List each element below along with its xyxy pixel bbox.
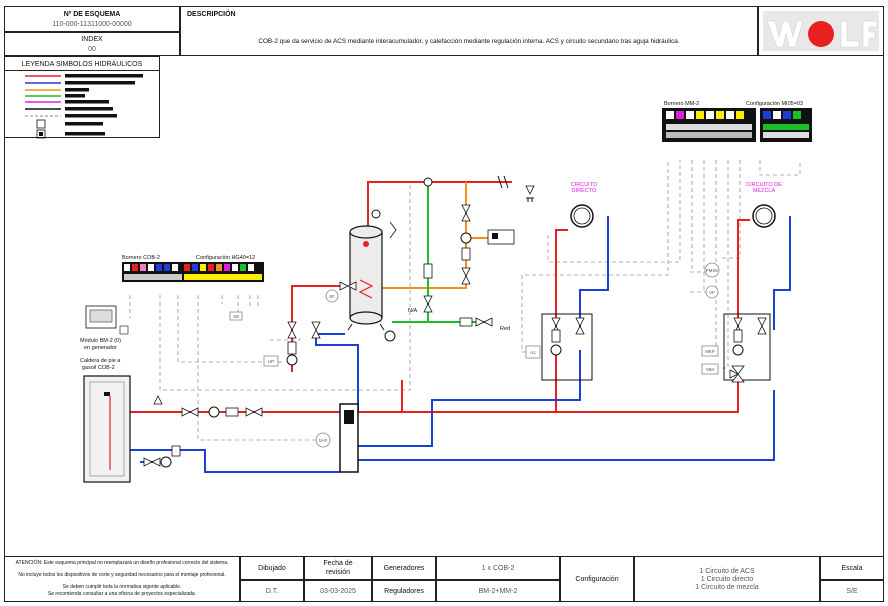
index-label: INDEX	[81, 36, 103, 43]
direct-pump-group	[541, 313, 593, 381]
fecha-label-1: Fecha de	[323, 560, 353, 567]
sensor-pmsk-label: PMSK	[706, 268, 719, 273]
sensor-vf	[705, 285, 719, 299]
sensor-saf-label: SAF	[319, 438, 328, 443]
pumps	[160, 232, 744, 468]
footer-dibujado-value-cell: D.T.	[240, 580, 304, 602]
sensor-up	[263, 355, 279, 367]
sensor-sf-label: SF	[329, 294, 335, 299]
sensor-mkp-label: MKP	[705, 349, 715, 354]
boiler-caption-2: gasoil COB-2	[82, 365, 115, 371]
bm2-module-label: Módulo BM-2 (0)	[80, 338, 121, 344]
cold-return-pipes	[130, 216, 791, 473]
scheme-number-label: Nº DE ESQUEMA	[63, 11, 121, 18]
hot-supply-pipes	[130, 181, 750, 413]
boiler-caption-1: Caldera de pie a	[80, 358, 121, 364]
config-line-3: 1 Circuito de mezcla	[695, 584, 759, 591]
boiler-cob2	[83, 375, 131, 483]
legend-symbol-sensor	[36, 119, 46, 129]
sensor-a1-label: A1	[530, 350, 536, 355]
footer-fecha-value-cell: 03-03-2025	[304, 580, 372, 602]
dhw-controller	[487, 229, 515, 245]
dibujado-label: Dibujado	[258, 565, 286, 572]
acs-pipes	[382, 182, 490, 289]
generadores-label: Generadores	[383, 565, 425, 572]
sensor-pmsk	[704, 262, 720, 278]
dibujado-value: D.T.	[265, 588, 279, 595]
reguladores-value: BM-2+MM-2	[478, 588, 518, 595]
footer-reguladores-value-cell: BM-2+MM-2	[436, 580, 560, 602]
sensor-up-label: UP	[268, 359, 274, 364]
generadores-value: 1 x COB-2	[481, 565, 515, 572]
sensor-sf	[325, 289, 339, 303]
sensor-mkp	[701, 345, 719, 357]
scheme-number-value: 110-000-11311000-00000	[52, 21, 132, 28]
circuit-direct-label-1: CIRCUITO	[571, 182, 598, 188]
wolf-logo	[763, 11, 879, 51]
config-hg40-label: Configuración HG40=12	[196, 255, 255, 261]
bm2-module-sublabel: en generador	[84, 345, 117, 351]
description-label: DESCRIPCIÓN	[187, 11, 236, 18]
footer-escala-value-cell: S/E	[820, 580, 884, 602]
check-valves	[171, 247, 743, 457]
footer-generadores-value-cell: 1 x COB-2	[436, 556, 560, 580]
index-value: 00	[88, 46, 96, 53]
legend-title: LEYENDA SIMBOLOS HIDRÁULICOS	[5, 60, 159, 71]
warning-line-2: No incluye todos los dispositivos de cor…	[18, 572, 226, 578]
terminal-block-hg40	[182, 262, 264, 282]
escala-value: S/E	[846, 588, 858, 595]
footer-configuracion-label-cell: Configuración	[560, 556, 634, 602]
description-text: COB-2 que da servicio de ACS mediante in…	[258, 38, 680, 45]
footer-fecha-label-cell: Fecha de revisión	[304, 556, 372, 580]
logo-red-dot	[808, 21, 834, 47]
legend-symbols	[25, 74, 143, 139]
description-cell: DESCRIPCIÓN COB-2 que da servicio de ACS…	[180, 6, 758, 56]
red-label: Red	[500, 326, 510, 332]
mixing-pump-group	[723, 313, 771, 381]
footer-reguladores-label-cell: Reguladores	[372, 580, 436, 602]
warning-line-1: ATENCIÓN: Este esquema principal no reem…	[15, 560, 229, 566]
reguladores-label: Reguladores	[384, 588, 424, 595]
circuit-mix-label-1: CIRCUITO DE	[746, 182, 782, 188]
sensor-mm-label: MM	[706, 367, 714, 372]
config-mi05-label: Configuración MI05=03	[746, 101, 803, 107]
fecha-label-2: revisión	[325, 569, 351, 576]
air-vent	[423, 177, 433, 187]
sensor-vf-label: VF	[709, 290, 715, 295]
valves	[143, 204, 767, 467]
footer-configuracion-value-cell: 1 Circuito de ACS 1 Circuito directo 1 C…	[634, 556, 820, 602]
sensor-a1	[525, 345, 541, 359]
scheme-number-cell: Nº DE ESQUEMA 110-000-11311000-00000	[4, 6, 180, 32]
configuracion-label: Configuración	[575, 576, 619, 583]
footer-escala-label-cell: Escala	[820, 556, 884, 580]
footer-dibujado-label-cell: Dibujado	[240, 556, 304, 580]
circuit-direct-label-2: DIRECTO	[572, 188, 597, 194]
na-label: N/A	[408, 308, 418, 314]
borne-cob2-label: Bornero COB-2	[122, 255, 160, 261]
escala-label: Escala	[841, 565, 863, 572]
afs-pipes	[392, 182, 488, 323]
sensor-saf	[315, 432, 331, 448]
warning-line-3: Se deben cumplir toda la normativa vigen…	[62, 584, 182, 590]
config-line-2: 1 Circuito directo	[700, 576, 754, 583]
circuit-mix-label-2: MEZCLA	[753, 188, 776, 194]
config-line-1: 1 Circuito de ACS	[699, 568, 755, 575]
sensor-sb-label: SB	[233, 314, 239, 319]
borne-mm2-label: Bornero MM-2	[664, 101, 699, 107]
sensor-sb	[229, 311, 243, 321]
terminal-block-cob2	[122, 262, 184, 282]
mixing-valve	[729, 365, 745, 383]
fecha-value: 03-03-2025	[320, 588, 356, 595]
terminal-block-mm2	[662, 108, 756, 142]
footer-warning-cell: ATENCIÓN: Este esquema principal no reem…	[4, 556, 240, 602]
legend-panel: LEYENDA SIMBOLOS HIDRÁULICOS	[4, 56, 160, 139]
logo-cell	[758, 6, 884, 56]
terminal-block-mi05	[760, 108, 812, 142]
index-cell: INDEX 00	[4, 32, 180, 56]
footer-generadores-label-cell: Generadores	[372, 556, 436, 580]
warning-line-4: Se recomienda consultar a una oficina de…	[47, 591, 197, 597]
sensor-mm	[701, 363, 719, 375]
